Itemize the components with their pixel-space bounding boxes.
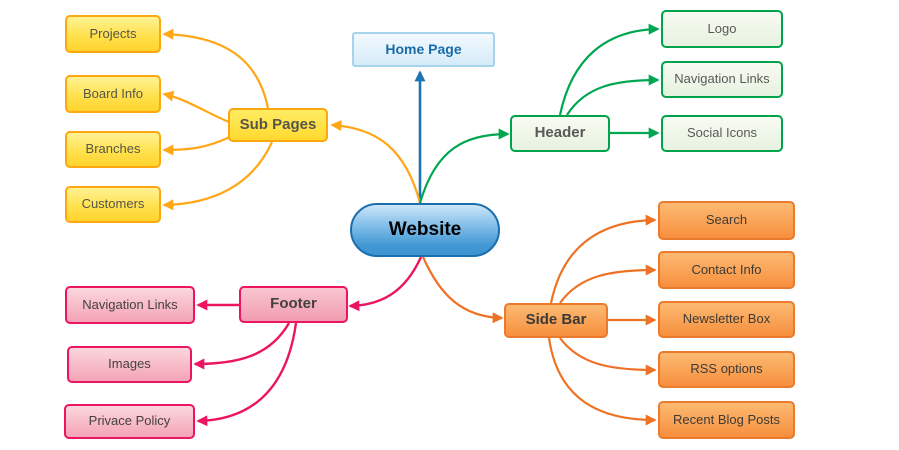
- edge-website-to-sub-pages: [330, 120, 422, 204]
- edge-header-to-logo: [558, 23, 660, 116]
- edge-side-bar-to-contact-info: [559, 264, 657, 304]
- edge-footer-to-privace-policy: [196, 322, 298, 427]
- edge-sub-pages-to-branches: [162, 135, 231, 156]
- edge-website-to-header: [418, 128, 510, 204]
- node-customers[interactable]: Customers: [65, 186, 161, 223]
- node-newsletter-box[interactable]: Newsletter Box: [658, 301, 795, 338]
- node-branches[interactable]: Branches: [65, 131, 161, 168]
- edge-sub-pages-to-projects: [162, 28, 270, 109]
- edge-side-bar-to-rss-options: [559, 337, 657, 376]
- edge-side-bar-to-recent-blog-posts: [547, 337, 657, 426]
- node-search[interactable]: Search: [658, 201, 795, 240]
- node-recent-blog-posts[interactable]: Recent Blog Posts: [658, 401, 795, 439]
- node-side-bar[interactable]: Side Bar: [504, 303, 608, 338]
- node-header[interactable]: Header: [510, 115, 610, 152]
- node-contact-info[interactable]: Contact Info: [658, 251, 795, 289]
- node-rss-options[interactable]: RSS options: [658, 351, 795, 388]
- node-navigation-links-footer[interactable]: Navigation Links: [65, 286, 195, 324]
- node-home-page[interactable]: Home Page: [352, 32, 495, 67]
- edge-sub-pages-to-board-info: [162, 90, 230, 124]
- node-footer[interactable]: Footer: [239, 286, 348, 323]
- edge-sub-pages-to-customers: [162, 141, 274, 211]
- edge-website-to-footer: [348, 256, 423, 312]
- node-board-info[interactable]: Board Info: [65, 75, 161, 113]
- node-projects[interactable]: Projects: [65, 15, 161, 53]
- node-logo[interactable]: Logo: [661, 10, 783, 48]
- node-navigation-links-header[interactable]: Navigation Links: [661, 61, 783, 98]
- edge-header-to-navigation-links: [566, 74, 660, 116]
- node-images[interactable]: Images: [67, 346, 192, 383]
- edge-footer-to-images: [193, 322, 291, 370]
- node-social-icons[interactable]: Social Icons: [661, 115, 783, 152]
- node-sub-pages[interactable]: Sub Pages: [228, 108, 328, 142]
- edge-side-bar-to-search: [549, 214, 657, 304]
- edge-website-to-side-bar: [421, 256, 504, 324]
- node-privace-policy[interactable]: Privace Policy: [64, 404, 195, 439]
- node-website[interactable]: Website: [350, 203, 500, 257]
